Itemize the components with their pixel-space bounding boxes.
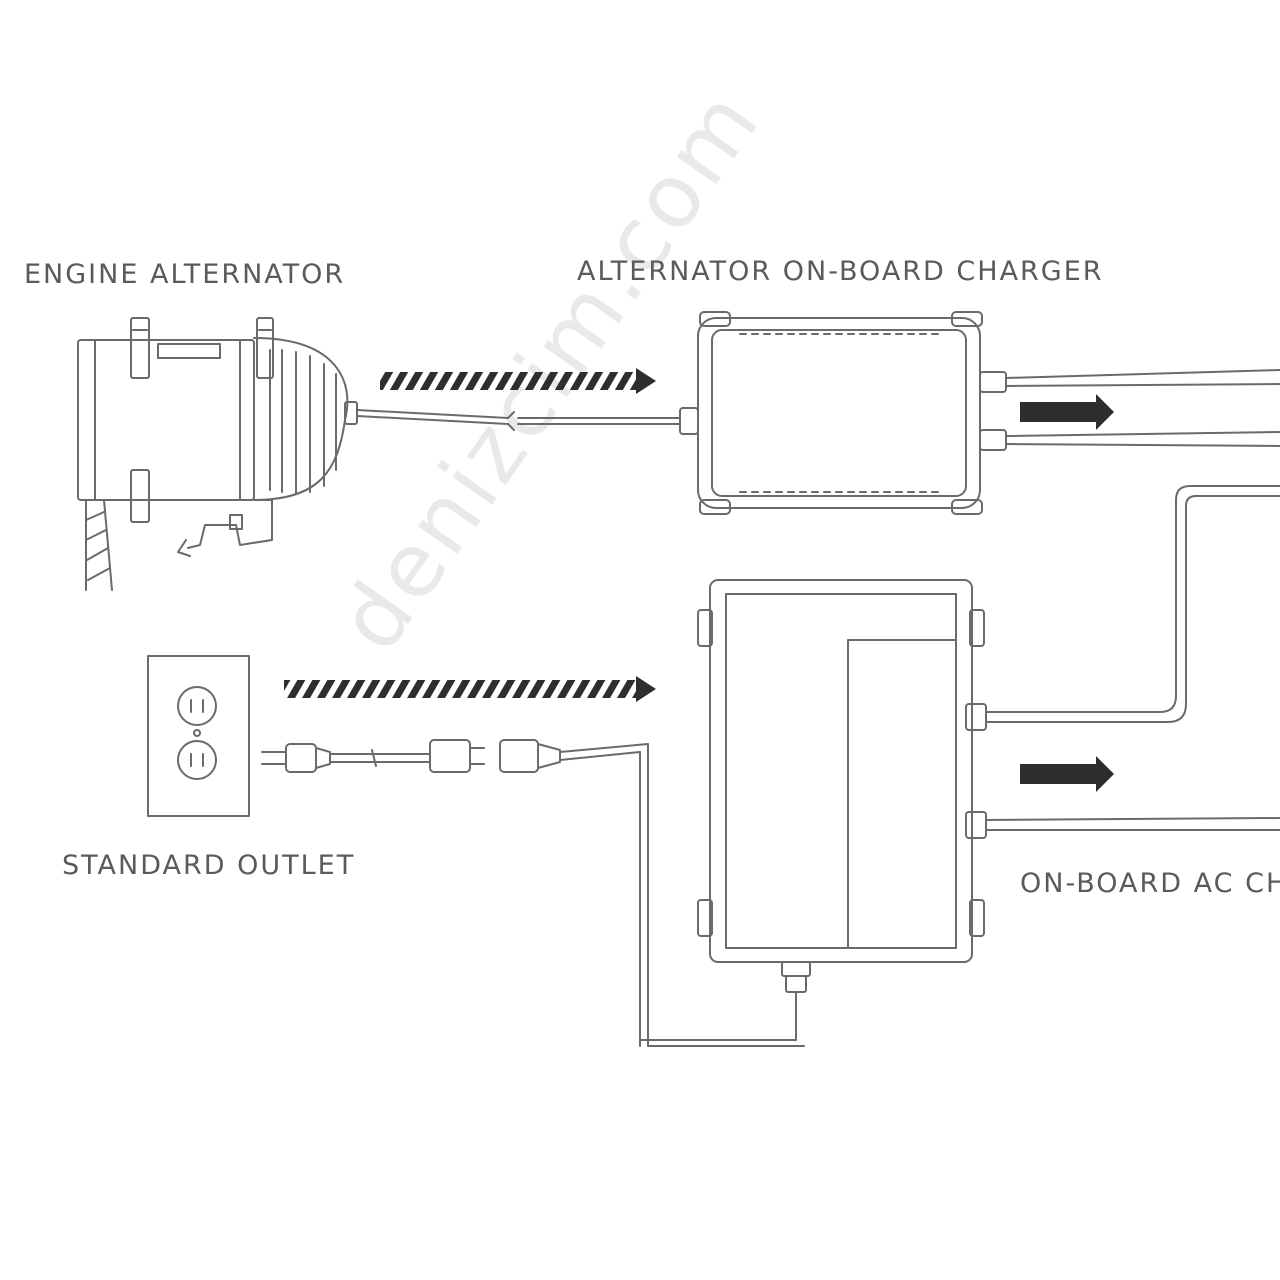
alternator-charger-label: ALTERNATOR ON-BOARD CHARGER xyxy=(577,256,1104,287)
ac-charger-output-wires xyxy=(985,485,1280,831)
alternator-charger-output-wires xyxy=(1005,369,1280,447)
power-cord xyxy=(261,739,805,1047)
solid-arrow-alternator-output xyxy=(1020,394,1114,430)
alternator-to-charger-wire xyxy=(356,407,699,435)
standard-outlet-label: STANDARD OUTLET xyxy=(62,850,356,881)
engine-alternator-label: ENGINE ALTERNATOR xyxy=(24,259,346,290)
solid-arrow-ac-output xyxy=(1020,756,1114,792)
engine-alternator-illustration xyxy=(77,317,358,591)
dashed-arrow-alternator xyxy=(380,368,656,394)
standard-outlet-illustration xyxy=(147,655,250,817)
ac-charger-label: ON-BOARD AC CH xyxy=(1020,868,1280,899)
ac-charger-illustration xyxy=(697,579,987,993)
alternator-charger-illustration xyxy=(697,311,1007,515)
dashed-arrow-outlet xyxy=(284,676,656,702)
